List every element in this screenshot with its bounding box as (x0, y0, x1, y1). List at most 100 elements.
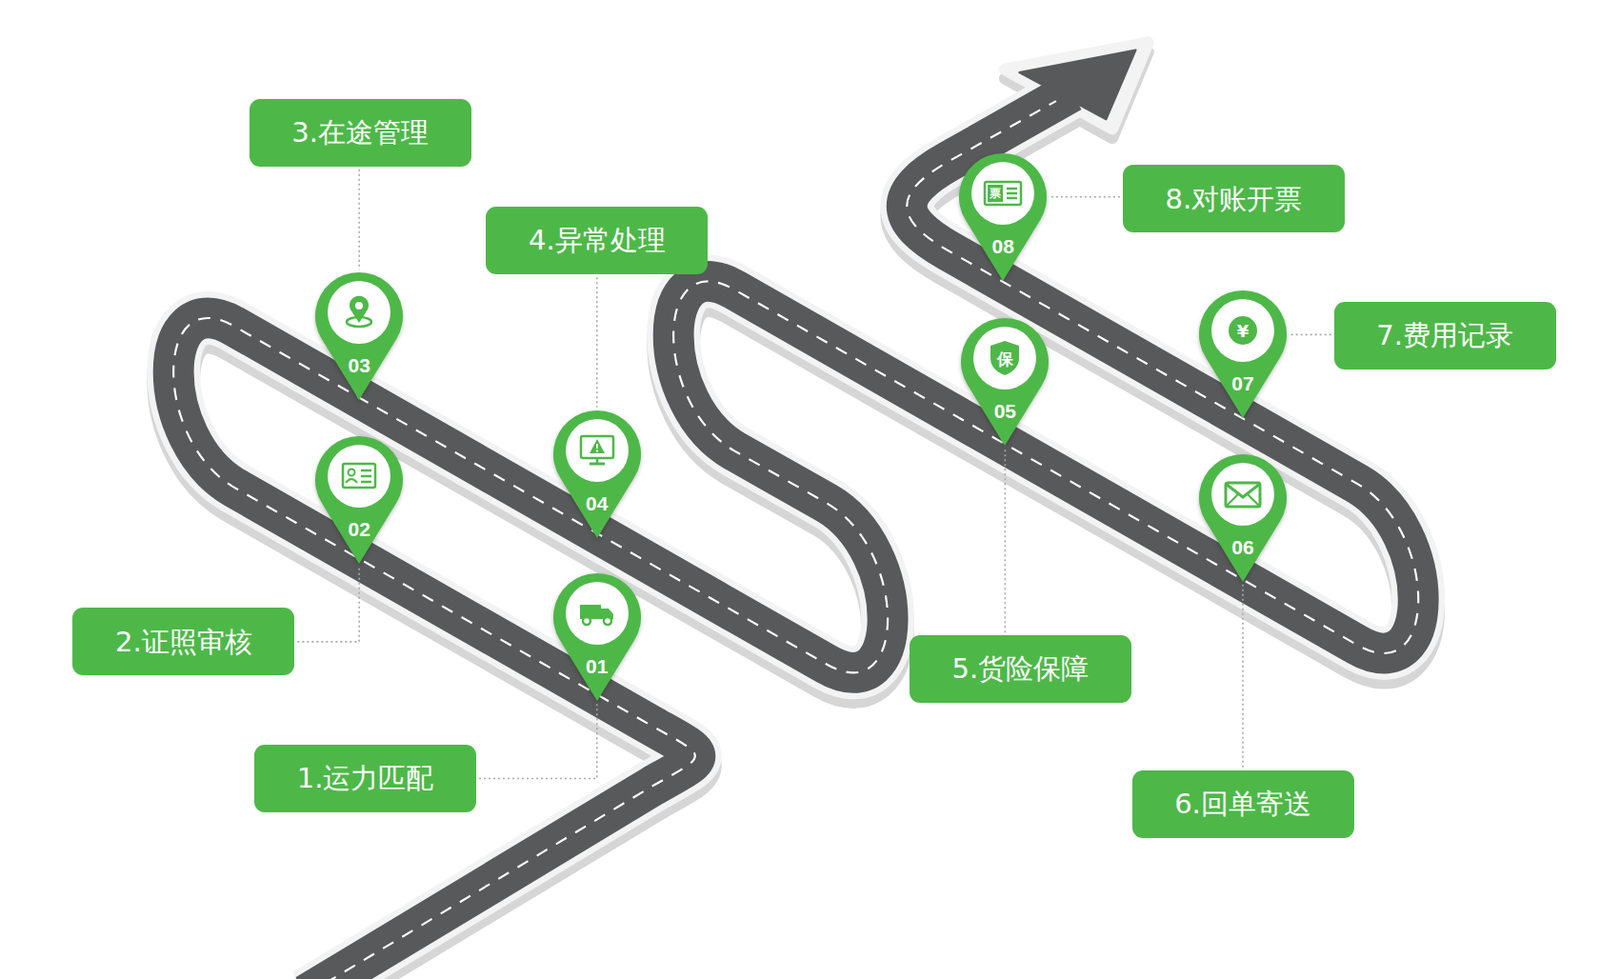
loc-marker (349, 296, 369, 323)
map-pin: 保 05 (959, 316, 1051, 450)
truck-wheel (582, 617, 591, 625)
pin-icon (990, 340, 1020, 376)
leader-line (297, 566, 360, 642)
warning-bar (596, 443, 599, 449)
step-text: 3.在途管理 (291, 116, 429, 150)
step-text: 1.运力匹配 (297, 761, 435, 796)
card-line (360, 480, 372, 483)
step-text: 5.货险保障 (952, 652, 1090, 686)
step-label: 5.货险保障 (909, 635, 1132, 703)
ticket-line (1006, 192, 1018, 196)
leader-line (1241, 584, 1244, 768)
monitor-foot (589, 461, 605, 465)
step-label: 6.回单寄送 (1132, 770, 1355, 839)
pin-face (565, 581, 629, 645)
pin-drop (553, 573, 641, 701)
step-text: 2.证照审核 (115, 625, 253, 660)
pin-drop (1199, 454, 1287, 582)
callout-number: 04 (551, 492, 643, 516)
map-pin: 02 (313, 434, 405, 568)
shield-shape (990, 340, 1020, 376)
step-label: 8.对账开票 (1122, 164, 1345, 233)
pin-shape (551, 408, 643, 542)
pin-drop (960, 318, 1049, 446)
pin-drop (553, 410, 641, 539)
road-curb (173, 91, 1419, 979)
pin-drop (1199, 290, 1287, 419)
warning-triangle (589, 439, 605, 454)
map-pin: 票 08 (957, 151, 1049, 285)
ticket-line (1006, 197, 1018, 200)
leader-line (1289, 334, 1332, 337)
pin-drop (959, 153, 1047, 281)
truck-wheel (603, 617, 612, 625)
pin-face (565, 419, 629, 482)
pin-face (1211, 462, 1275, 526)
mail-flap (1225, 483, 1260, 498)
map-pin: 04 (551, 408, 643, 542)
monitor-screen (580, 436, 614, 459)
map-pin: 03 (313, 270, 405, 404)
pin-face (327, 280, 391, 344)
map-pin: 01 (551, 571, 643, 705)
map-pin: 06 (1197, 452, 1289, 586)
callout-number: 03 (313, 354, 405, 378)
road-wall (173, 100, 1419, 979)
pin-shape (1197, 288, 1289, 422)
pin-icon (342, 463, 376, 488)
leader-line (1049, 196, 1120, 199)
arrow-head (1019, 49, 1136, 120)
callout-number: 06 (1197, 536, 1289, 560)
step-label: 7.费用记录 (1334, 301, 1557, 370)
pin-icon (580, 604, 614, 625)
leader-line (479, 703, 598, 779)
leader-line (358, 169, 360, 270)
coin-disc (1228, 316, 1258, 345)
card-head (348, 468, 356, 476)
leader-line (1004, 448, 1007, 633)
pin-face (973, 326, 1037, 390)
pin-face (1211, 299, 1275, 362)
callout-number: 07 (1197, 372, 1289, 396)
road-asphalt (173, 91, 1419, 979)
mail-folds (1225, 494, 1260, 507)
callout-number: 08 (957, 235, 1049, 259)
pin-face (971, 161, 1035, 225)
callout-number: 02 (313, 518, 405, 541)
card-line (360, 474, 372, 478)
map-pin: ¥07 (1197, 288, 1289, 422)
step-text: 7.费用记录 (1376, 319, 1514, 353)
card-body (345, 479, 358, 483)
card-frame (342, 463, 376, 488)
monitor-neck (596, 458, 600, 463)
step-label: 2.证照审核 (72, 607, 295, 676)
pin-icon (346, 296, 372, 327)
icon-glyph: 保 (990, 349, 1020, 369)
pin-shape (313, 434, 405, 568)
truck-body (580, 604, 601, 620)
icon-glyph: ¥ (1228, 320, 1258, 342)
pin-shape (551, 571, 643, 705)
step-label: 1.运力匹配 (254, 744, 477, 813)
step-label: 3.在途管理 (249, 99, 472, 167)
ticket-line (1006, 187, 1018, 191)
mail-frame (1225, 482, 1260, 507)
icon-glyph: 票 (980, 186, 1010, 200)
loc-hole (355, 301, 363, 310)
warning-dot (596, 449, 599, 452)
pin-icon (1225, 482, 1260, 507)
step-label: 4.异常处理 (485, 206, 708, 275)
pin-face (327, 444, 391, 508)
pin-icon (1228, 316, 1258, 345)
pin-shape (1197, 452, 1289, 586)
callout-number: 01 (551, 655, 643, 679)
pin-drop (315, 272, 403, 400)
step-text: 6.回单寄送 (1174, 787, 1312, 821)
leader-line (596, 277, 599, 407)
road-group (173, 42, 1419, 979)
callout-number: 05 (959, 400, 1051, 423)
